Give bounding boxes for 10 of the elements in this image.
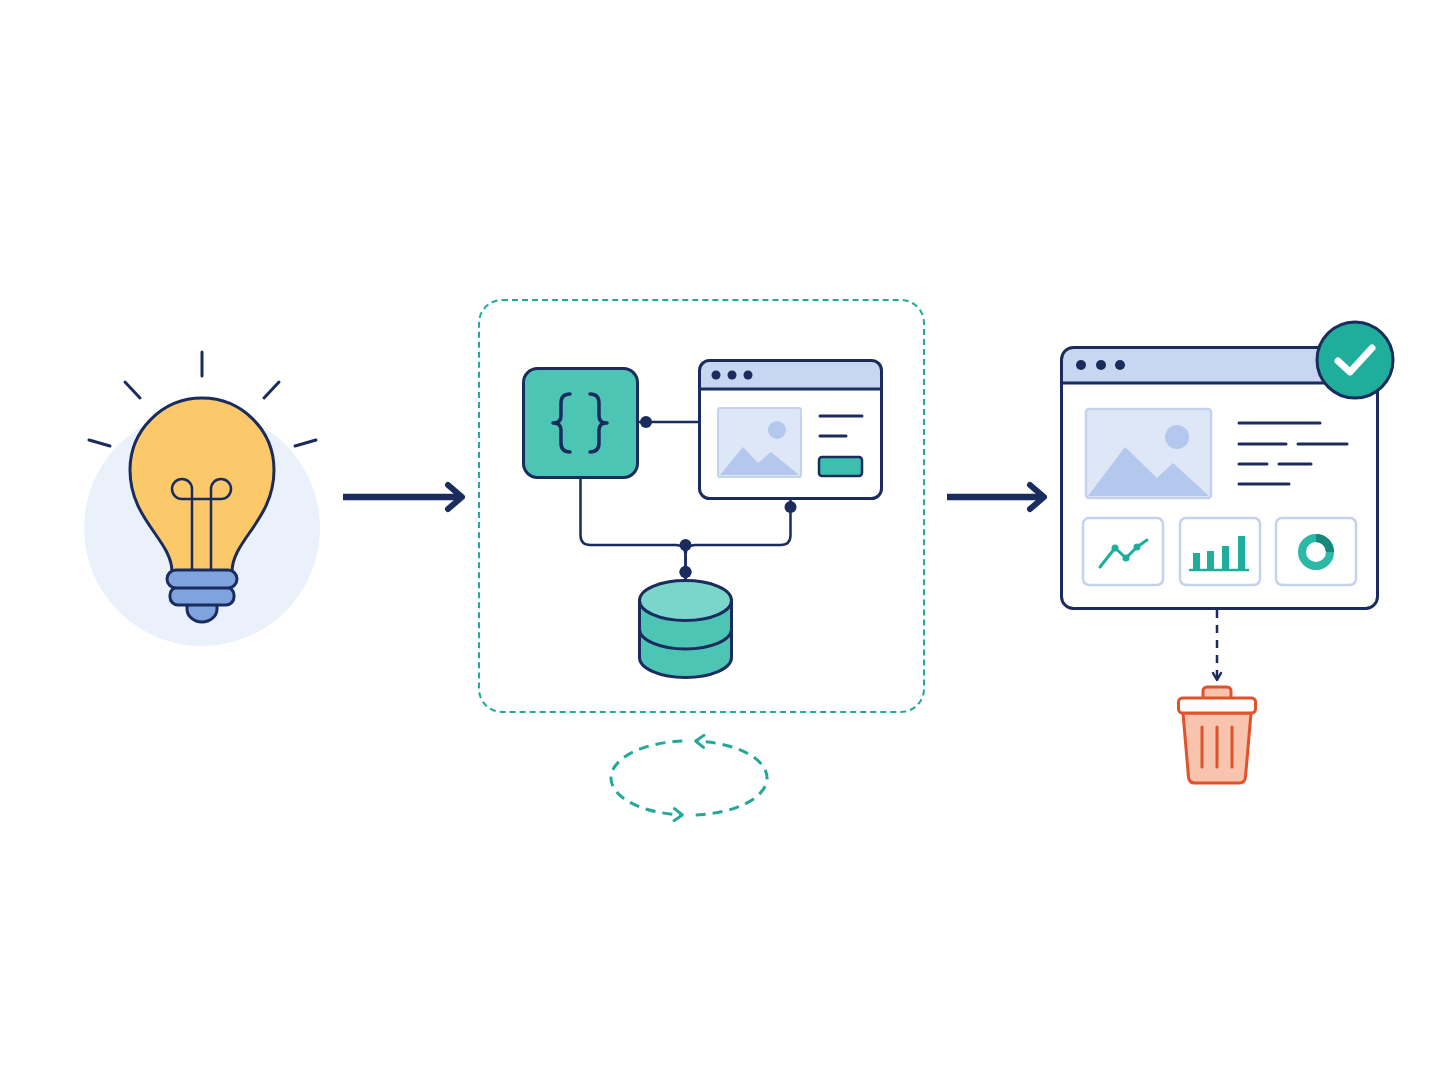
browser-window-icon [697,358,883,500]
code-braces-icon [521,366,639,479]
connector-line [639,416,698,428]
dashed-arrow [1211,610,1223,682]
dashboard-window-illustration [1060,346,1379,610]
connector-line [679,500,797,579]
lightbulb-icon [84,350,321,646]
dashed-group-frame [478,299,925,713]
database-icon [637,578,733,679]
trash-can-icon [1176,685,1258,786]
